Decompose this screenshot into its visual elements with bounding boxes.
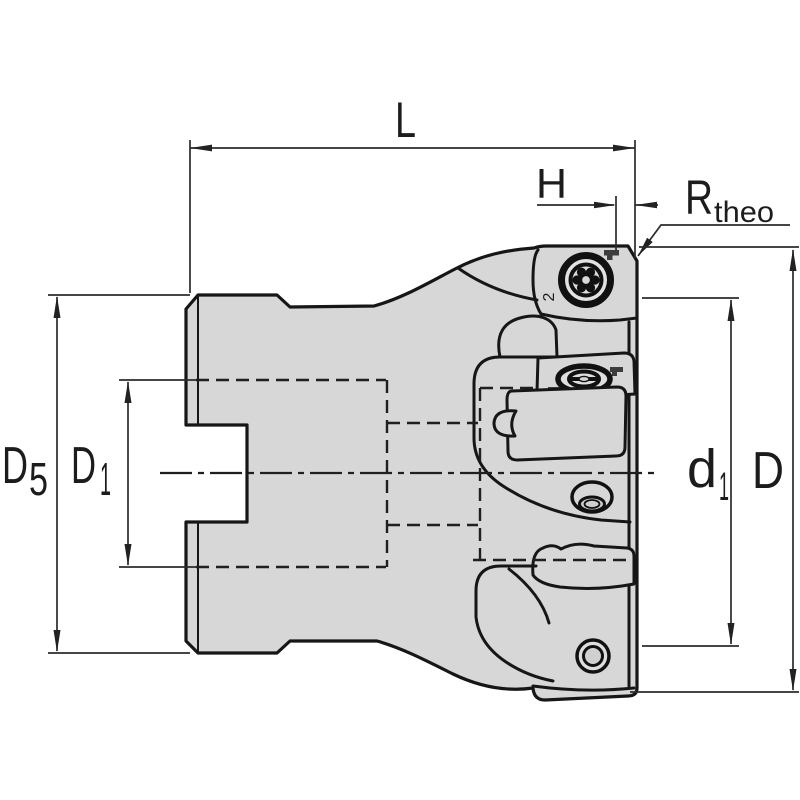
insert-station-bottom xyxy=(474,542,636,692)
hidden-bore-lines xyxy=(196,378,632,569)
arrowhead xyxy=(635,201,657,209)
index-flag-icon xyxy=(604,250,619,260)
label-R-sub: theo xyxy=(714,196,774,229)
trailing-insert xyxy=(505,385,628,462)
arrowhead xyxy=(789,669,797,691)
cartridge-bottom-edge xyxy=(539,312,639,323)
pocket-gash-curve xyxy=(474,564,555,683)
label-D: D xyxy=(752,442,784,500)
dimension-D5: D 5 xyxy=(2,294,190,654)
label-H: H xyxy=(536,160,567,207)
label-R: R xyxy=(685,172,713,225)
gash-scoop-curve xyxy=(456,266,539,302)
arrowhead xyxy=(190,144,212,152)
insert-station-top: 2 xyxy=(456,248,639,323)
clamp-hole-icon xyxy=(570,480,614,514)
label-D5: D xyxy=(2,437,28,495)
arrowhead xyxy=(727,623,735,645)
dimension-R-theo: R theo xyxy=(637,172,790,257)
radial-insert-wavy xyxy=(531,542,636,590)
arrowhead xyxy=(53,630,61,652)
rear-insert-hump xyxy=(497,314,559,359)
torx-screw-icon xyxy=(558,252,614,308)
label-D1: D xyxy=(71,437,96,495)
arrowhead xyxy=(789,249,797,271)
arrowhead xyxy=(727,299,735,321)
arrowhead xyxy=(613,144,635,152)
dimension-D1: D 1 xyxy=(71,379,196,568)
torx-center xyxy=(580,274,592,286)
label-d1: d xyxy=(687,439,717,499)
label-D1-sub: 1 xyxy=(100,453,111,505)
insert-station-middle xyxy=(472,314,637,524)
pocket-gash-curve xyxy=(472,355,632,524)
arrowhead xyxy=(594,201,616,209)
dimension-d1: d 1 xyxy=(642,297,739,647)
label-D5-sub: 5 xyxy=(29,453,48,505)
bottom-insert-edge xyxy=(531,684,636,692)
leader-line xyxy=(637,224,790,257)
dimension-H: H xyxy=(536,160,658,250)
dimension-L: L xyxy=(189,92,636,293)
cartridge-left-edge xyxy=(531,248,543,316)
label-d1-sub: 1 xyxy=(719,465,729,509)
screw-front-icon xyxy=(575,638,611,674)
arrowhead xyxy=(124,381,132,403)
chip-groove-ear xyxy=(492,409,518,438)
index-mark: 2 xyxy=(541,292,558,301)
arrowhead xyxy=(53,296,61,318)
label-L: L xyxy=(395,92,416,148)
dimension-D: D xyxy=(630,246,799,693)
hump-boundary-arc xyxy=(507,567,551,625)
arrowhead xyxy=(124,544,132,566)
index-flag-icon xyxy=(610,367,623,376)
